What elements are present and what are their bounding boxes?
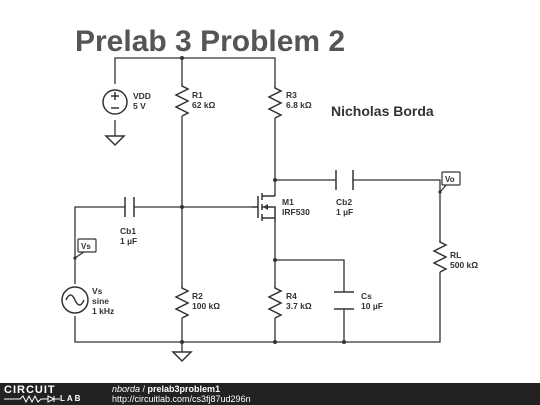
r2-value-label: 100 kΩ <box>192 301 220 311</box>
vdd-source[interactable]: VDD 5 V <box>102 89 151 115</box>
vs-value-label: 1 kHz <box>92 306 114 316</box>
project-path: nborda / prelab3problem1 <box>112 384 220 394</box>
cb2-name-label: Cb2 <box>336 197 352 207</box>
resistor-r2[interactable]: R2 100 kΩ <box>174 286 220 319</box>
project-user[interactable]: nborda <box>112 384 141 394</box>
schematic-canvas[interactable]: Prelab 3 Problem 2 Nicholas Borda <box>0 0 540 383</box>
rl-value-label: 500 kΩ <box>450 260 478 270</box>
cb1-value-label: 1 µF <box>120 236 137 246</box>
ground-symbol-vdd <box>104 135 126 147</box>
resistor-r3[interactable]: R3 6.8 kΩ <box>267 86 312 119</box>
cs-value-label: 10 µF <box>361 301 383 311</box>
r1-name-label: R1 <box>192 90 203 100</box>
resistor-r1[interactable]: R1 62 kΩ <box>174 84 216 117</box>
cb1-name-label: Cb1 <box>120 226 136 236</box>
resistor-r4[interactable]: R4 3.7 kΩ <box>267 286 312 319</box>
r3-value-label: 6.8 kΩ <box>286 100 312 110</box>
logo-resistor-icon <box>4 395 60 403</box>
rl-name-label: RL <box>450 250 461 260</box>
probe-vo[interactable]: Vo <box>441 171 461 186</box>
project-name[interactable]: prelab3problem1 <box>147 384 221 394</box>
mosfet-m1[interactable]: M1 IRF530 <box>252 193 310 222</box>
probe-vs[interactable]: Vs <box>77 238 97 253</box>
cs-name-label: Cs <box>361 291 372 301</box>
ground-symbol-main <box>171 351 193 363</box>
capacitor-cb1[interactable]: Cb1 1 µF <box>120 197 137 246</box>
project-url[interactable]: http://circuitlab.com/cs3fj87ud296n <box>112 394 251 404</box>
r2-name-label: R2 <box>192 291 203 301</box>
probe-vo-label: Vo <box>445 175 455 184</box>
vs-type-label: sine <box>92 296 109 306</box>
schematic-title: Prelab 3 Problem 2 <box>75 25 345 58</box>
vs-name-label: Vs <box>92 286 103 296</box>
probe-vs-label: Vs <box>81 242 91 251</box>
path-separator: / <box>140 384 148 394</box>
footer-bar: CIRCUIT LAB nborda / prelab3problem1 htt… <box>0 383 540 405</box>
r1-value-label: 62 kΩ <box>192 100 216 110</box>
m1-name-label: M1 <box>282 197 294 207</box>
junctions <box>73 56 442 344</box>
author-name: Nicholas Borda <box>331 103 434 119</box>
r3-name-label: R3 <box>286 90 297 100</box>
logo-top-text: CIRCUIT <box>4 384 56 396</box>
vdd-value-label: 5 V <box>133 101 146 111</box>
capacitor-cb2[interactable]: Cb2 1 µF <box>335 170 354 217</box>
r4-value-label: 3.7 kΩ <box>286 301 312 311</box>
capacitor-cs[interactable]: Cs 10 µF <box>334 291 383 311</box>
circuitlab-logo[interactable]: CIRCUIT LAB <box>4 384 92 404</box>
vdd-name-label: VDD <box>133 91 151 101</box>
resistor-rl[interactable]: RL 500 kΩ <box>432 240 478 273</box>
cb2-value-label: 1 µF <box>336 207 353 217</box>
r4-name-label: R4 <box>286 291 297 301</box>
sine-source-vs[interactable]: Vs sine 1 kHz <box>61 286 114 316</box>
logo-bottom-text: LAB <box>60 394 83 403</box>
m1-value-label: IRF530 <box>282 207 310 217</box>
